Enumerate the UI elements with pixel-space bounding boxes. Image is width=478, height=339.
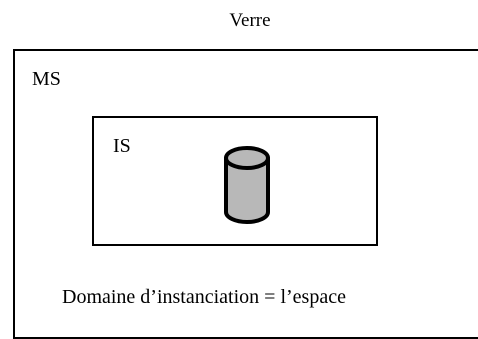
cylinder-body (224, 156, 270, 224)
inner-box-is (92, 116, 378, 246)
cylinder-icon (224, 146, 270, 224)
inner-box-label: IS (113, 135, 131, 157)
outer-box-label: MS (32, 68, 61, 90)
diagram-caption: Domaine d’instanciation = l’espace (62, 286, 346, 308)
diagram-title: Verre (229, 10, 271, 31)
cylinder-top (224, 146, 270, 170)
